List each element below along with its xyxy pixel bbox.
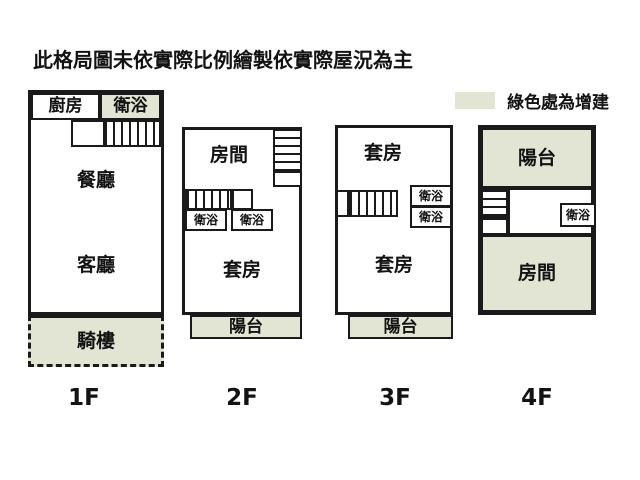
room-1f-living: 客廳 xyxy=(31,245,161,285)
room-1f-bathroom: 衛浴 xyxy=(100,93,161,120)
stair-landing-2f-upper xyxy=(273,171,302,187)
stair-landing-1f xyxy=(71,120,105,147)
room-label: 衛浴 xyxy=(193,213,218,227)
room-4f-bathroom: 衛浴 xyxy=(560,203,596,227)
page-title: 此格局圖未依實際比例繪製依實際屋況為主 xyxy=(33,48,413,72)
staircase-2f-lower xyxy=(185,189,232,210)
staircase-4f xyxy=(481,188,508,218)
room-3f-bathroom-lower: 衛浴 xyxy=(410,206,452,228)
room-1f-arcade: 騎樓 xyxy=(28,315,164,367)
room-label: 客廳 xyxy=(76,253,115,276)
room-label: 餐廳 xyxy=(76,168,115,191)
room-label: 衛浴 xyxy=(418,189,443,203)
room-3f-bathroom-upper: 衛浴 xyxy=(410,185,452,207)
room-2f-bathroom-left: 衛浴 xyxy=(185,209,227,231)
legend: 綠色處為增建 xyxy=(455,88,609,113)
room-label: 房間 xyxy=(517,262,556,284)
room-label: 衛浴 xyxy=(418,210,443,224)
room-label: 衛浴 xyxy=(113,96,148,116)
room-2f-bathroom-right: 衛浴 xyxy=(231,209,273,231)
room-3f-suite-upper: 套房 xyxy=(339,138,427,168)
room-label: 房間 xyxy=(209,143,248,166)
staircase-1f xyxy=(103,120,161,147)
floor-caption-2f: 2F xyxy=(226,385,258,411)
room-label: 衛浴 xyxy=(239,213,264,227)
room-label: 陽台 xyxy=(229,316,263,337)
floor-caption-3f: 3F xyxy=(379,385,411,411)
room-2f-balcony: 陽台 xyxy=(190,315,302,339)
floor-caption-1f: 1F xyxy=(68,385,100,411)
stair-landing-2f-lower xyxy=(232,189,253,210)
room-2f-room: 房間 xyxy=(186,140,272,170)
room-4f-balcony: 陽台 xyxy=(481,128,593,188)
staircase-2f-upper xyxy=(273,127,302,171)
room-label: 套房 xyxy=(363,141,402,164)
room-2f-suite: 套房 xyxy=(186,255,298,285)
room-1f-kitchen: 廚房 xyxy=(31,93,100,120)
room-3f-balcony: 陽台 xyxy=(348,315,453,339)
room-3f-suite-lower: 套房 xyxy=(339,250,449,280)
staircase-3f xyxy=(348,190,398,217)
room-label: 套房 xyxy=(374,253,413,276)
room-label: 廚房 xyxy=(48,96,83,116)
room-label: 騎樓 xyxy=(76,329,115,352)
legend-green-swatch xyxy=(455,92,495,109)
room-label: 陽台 xyxy=(517,146,556,169)
room-label: 陽台 xyxy=(383,316,418,337)
room-1f-dining: 餐廳 xyxy=(31,150,161,210)
room-4f-room: 房間 xyxy=(481,235,593,312)
room-label: 衛浴 xyxy=(565,208,590,222)
room-label: 套房 xyxy=(222,258,261,281)
stair-landing-4f xyxy=(481,218,508,235)
floor-caption-4f: 4F xyxy=(521,385,553,411)
legend-label: 綠色處為增建 xyxy=(507,93,609,113)
